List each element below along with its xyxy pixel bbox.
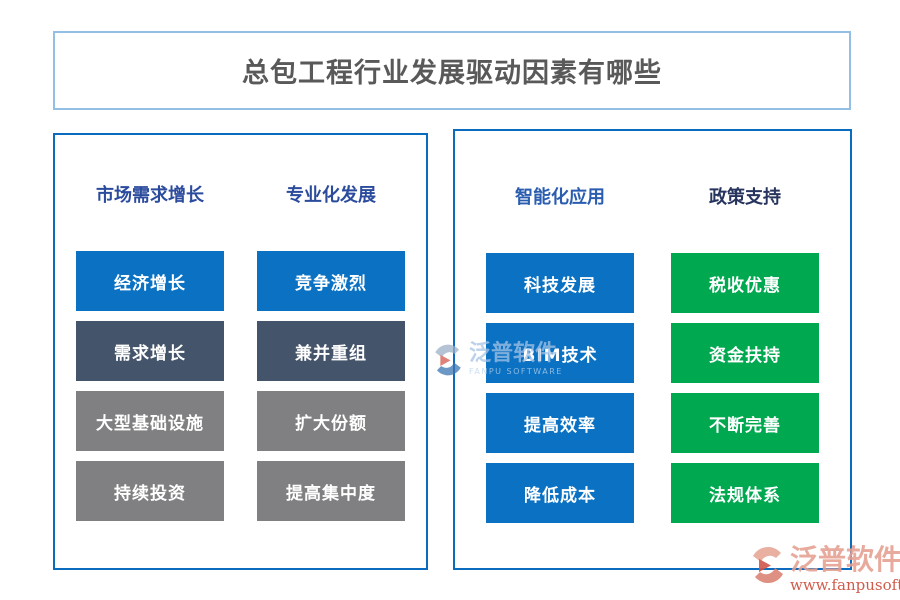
factor-regulatory-system: 法规体系	[671, 463, 819, 523]
factor-funding-support: 资金扶持	[671, 323, 819, 383]
panel-left-inner: 市场需求增长 专业化发展 经济增长 竞争激烈 需求增长 兼并重组 大型基础设施 …	[55, 135, 426, 521]
panel-left-grid: 经济增长 竞争激烈 需求增长 兼并重组 大型基础设施 扩大份额 持续投资 提高集…	[76, 251, 405, 521]
page-title: 总包工程行业发展驱动因素有哪些	[242, 58, 662, 89]
factor-increase-concentration: 提高集中度	[257, 461, 405, 521]
factor-bim-technology: BIM技术	[486, 323, 634, 383]
factor-reduce-cost: 降低成本	[486, 463, 634, 523]
panel-policy-tech: 智能化应用 政策支持 科技发展 税收优惠 BIM技术 资金扶持 提高效率 不断完…	[453, 129, 852, 570]
factor-merger-restructuring: 兼并重组	[257, 321, 405, 381]
column-header-intelligent-application: 智能化应用	[515, 187, 605, 208]
panel-right-grid: 科技发展 税收优惠 BIM技术 资金扶持 提高效率 不断完善 降低成本 法规体系	[486, 253, 819, 523]
column-header-market-demand: 市场需求增长	[96, 185, 204, 206]
factor-tech-development: 科技发展	[486, 253, 634, 313]
factor-continuous-improvement: 不断完善	[671, 393, 819, 453]
factor-demand-growth: 需求增长	[76, 321, 224, 381]
factor-tax-incentives: 税收优惠	[671, 253, 819, 313]
panel-market-demand: 市场需求增长 专业化发展 经济增长 竞争激烈 需求增长 兼并重组 大型基础设施 …	[53, 133, 428, 570]
factor-improve-efficiency: 提高效率	[486, 393, 634, 453]
title-box: 总包工程行业发展驱动因素有哪些	[53, 31, 851, 110]
factor-economic-growth: 经济增长	[76, 251, 224, 311]
watermark-url: www.fanpusoft.com	[790, 576, 900, 594]
factor-large-infrastructure: 大型基础设施	[76, 391, 224, 451]
column-header-specialization: 专业化发展	[286, 185, 376, 206]
panel-left-headers: 市场需求增长 专业化发展	[76, 181, 405, 207]
panel-right-headers: 智能化应用 政策支持	[486, 183, 819, 209]
panel-right-inner: 智能化应用 政策支持 科技发展 税收优惠 BIM技术 资金扶持 提高效率 不断完…	[455, 131, 850, 523]
factor-fierce-competition: 竞争激烈	[257, 251, 405, 311]
factor-continuous-investment: 持续投资	[76, 461, 224, 521]
column-header-policy-support: 政策支持	[709, 187, 781, 208]
factor-expand-share: 扩大份额	[257, 391, 405, 451]
